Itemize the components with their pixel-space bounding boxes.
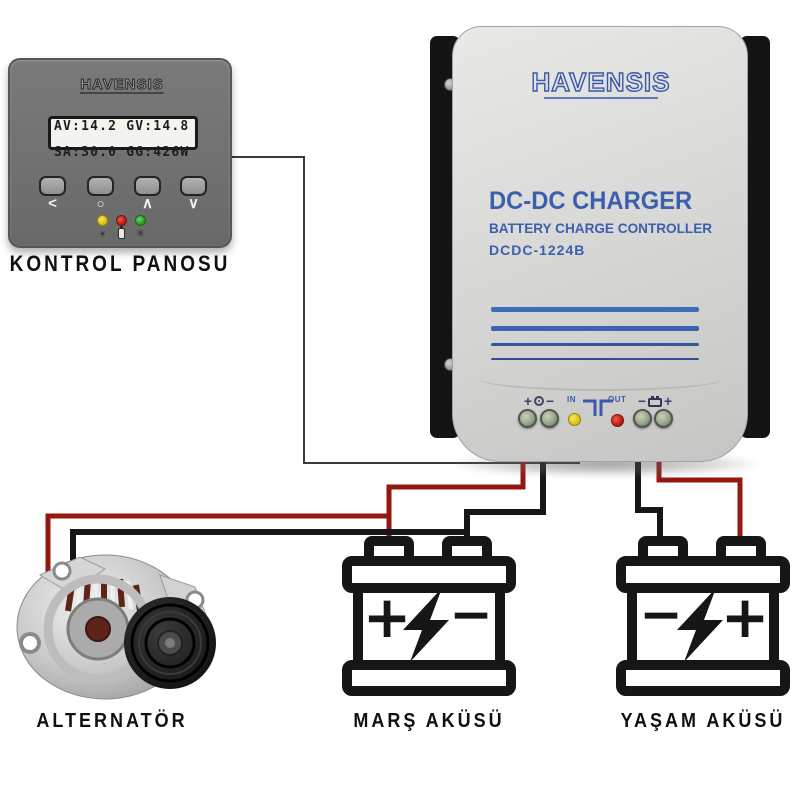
- output-positive-terminal: [654, 409, 673, 428]
- charger-brand-logo: HAVENSIS: [531, 66, 671, 99]
- starter-battery-icon: + −: [342, 536, 516, 696]
- battery-plus-symbol: +: [721, 583, 770, 651]
- out-label: OUT: [608, 395, 627, 404]
- wire-alternator-positive: [45, 513, 391, 575]
- lightning-bolt-icon: [677, 588, 723, 662]
- alternator-image: [16, 554, 216, 700]
- battery-minus-symbol: −: [449, 585, 493, 645]
- in-label: IN: [567, 395, 576, 404]
- battery-minus-symbol: −: [639, 585, 683, 645]
- charger-subtitle: BATTERY CHARGE CONTROLLER: [489, 220, 713, 236]
- input-minus-label: −: [546, 393, 555, 409]
- output-negative-terminal: [633, 409, 652, 428]
- control-panel: HAVENSIS AV:14.2 GV:14.8 SA:30.0 GG:426W…: [8, 58, 232, 248]
- panel-button-back[interactable]: [39, 176, 66, 196]
- back-glyph: <: [48, 195, 57, 212]
- input-plus-label: +: [523, 393, 532, 409]
- pulse-icon: [583, 399, 613, 416]
- battery-plus-symbol: +: [363, 583, 412, 651]
- output-minus-label: −: [637, 393, 646, 409]
- lcd-line1: AV:14.2 GV:14.8: [54, 119, 190, 134]
- input-negative-terminal: [540, 409, 559, 428]
- input-terminal-label: + −: [515, 393, 563, 409]
- output-plus-label: +: [664, 393, 673, 409]
- house-battery-caption: YAŞAM AKÜSÜ: [620, 708, 786, 732]
- dcdc-charger: HAVENSIS DC-DC CHARGER BATTERY CHARGE CO…: [452, 26, 748, 462]
- panel-button-ok[interactable]: [87, 176, 114, 196]
- house-battery-icon: − +: [616, 536, 790, 696]
- charge-light-icon: ☀: [98, 229, 107, 239]
- up-glyph: ∧: [142, 195, 153, 212]
- output-terminal-label: − +: [631, 393, 679, 409]
- ok-glyph: ○: [96, 196, 105, 211]
- out-led-red: [611, 414, 624, 427]
- vent-stripe: [491, 326, 699, 331]
- battery-state-icon: [115, 226, 128, 242]
- svg-text:HAVENSIS: HAVENSIS: [532, 67, 671, 97]
- status-burst-icon: ✳: [135, 228, 146, 240]
- signal-wire: [232, 156, 580, 464]
- charger-model: DCDC-1224B: [489, 242, 586, 258]
- case-seam-line: [477, 365, 725, 391]
- vent-stripe: [491, 358, 699, 360]
- panel-led-green: [135, 215, 146, 226]
- input-positive-terminal: [518, 409, 537, 428]
- wire-alternator-negative: [70, 529, 467, 572]
- svg-text:HAVENSIS: HAVENSIS: [80, 76, 164, 93]
- wire-out-negative: [635, 450, 663, 552]
- panel-button-down[interactable]: [180, 176, 207, 196]
- alternator-caption: ALTERNATÖR: [36, 708, 188, 732]
- vent-stripe: [491, 307, 699, 312]
- battery-icon: [648, 395, 662, 407]
- charger-title: DC-DC CHARGER: [489, 187, 693, 215]
- lcd-display: AV:14.2 GV:14.8 SA:30.0 GG:426W: [48, 116, 198, 159]
- alternator-icon: [534, 396, 544, 406]
- panel-led-red: [116, 215, 127, 226]
- panel-led-yellow: [97, 215, 108, 226]
- control-panel-caption: KONTROL PANOSU: [9, 252, 231, 277]
- down-glyph: ∨: [188, 195, 199, 212]
- panel-button-up[interactable]: [134, 176, 161, 196]
- in-led-yellow: [568, 413, 581, 426]
- vent-stripe: [491, 343, 699, 346]
- lightning-bolt-icon: [403, 588, 449, 662]
- lcd-line2: SA:30.0 GG:426W: [54, 145, 190, 160]
- starter-battery-caption: MARŞ AKÜSÜ: [353, 708, 505, 732]
- panel-brand-logo: HAVENSIS: [80, 76, 164, 94]
